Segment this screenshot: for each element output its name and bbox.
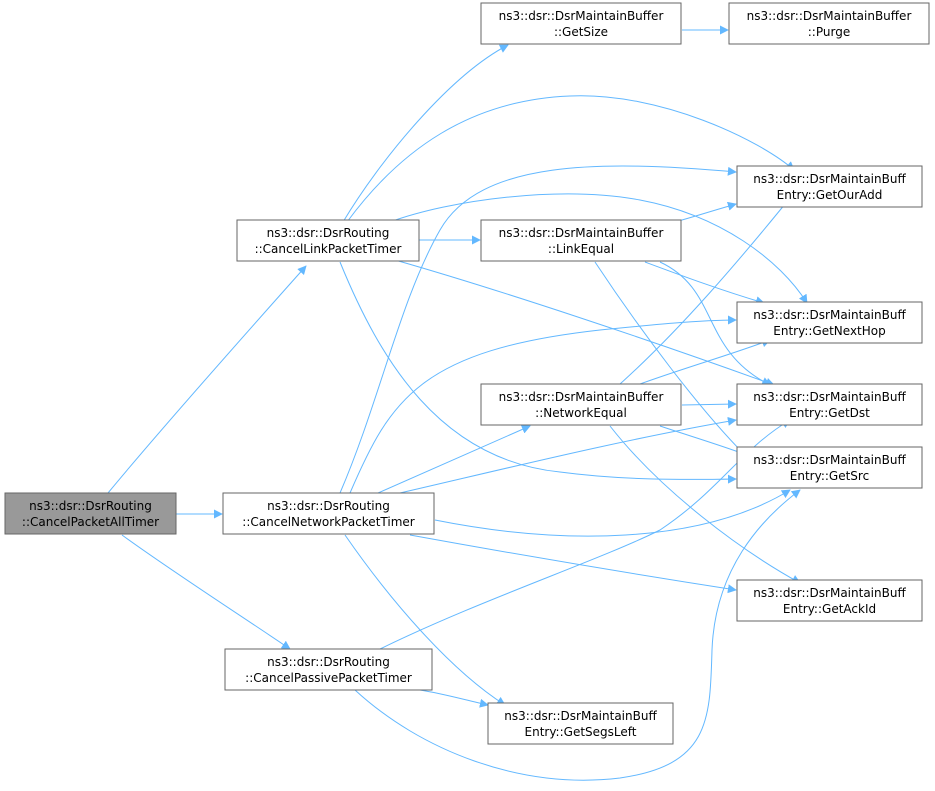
node-label-line2: Entry::GetSegsLeft	[525, 725, 637, 739]
node-label-line1: ns3::dsr::DsrRouting	[267, 499, 390, 513]
edge-networkequal-to-dst	[681, 399, 737, 409]
node-cancel-network-packet-timer[interactable]: ns3::dsr::DsrRouting ::CancelNetworkPack…	[222, 492, 435, 535]
node-label-line1: ns3::dsr::DsrMaintainBuffer	[747, 9, 912, 23]
edge-network-to-segsleft	[344, 534, 506, 706]
edge-linkequal-to-nexthop	[644, 261, 765, 306]
edge-network-to-src	[434, 489, 791, 537]
edge-passive-to-src	[354, 489, 801, 781]
edge-link-to-ouradd-top	[346, 95, 795, 223]
edge-networkequal-to-ackid	[609, 425, 801, 584]
node-cancel-packet-all-timer[interactable]: ns3::dsr::DsrRouting ::CancelPacketAllTi…	[4, 492, 177, 535]
edge-passive-to-dst	[379, 419, 791, 650]
edge-network-to-ouradd	[339, 165, 737, 494]
node-label-line2: Entry::GetDst	[789, 406, 870, 420]
node-label-line1: ns3::dsr::DsrMaintainBuffer	[499, 9, 664, 23]
node-label-line2: Entry::GetOurAdd	[777, 188, 883, 202]
node-cancel-passive-packet-timer[interactable]: ns3::dsr::DsrRouting ::CancelPassivePack…	[224, 648, 433, 691]
nodes: ns3::dsr::DsrRouting ::CancelPacketAllTi…	[4, 2, 930, 745]
edge-network-to-dst	[399, 416, 737, 494]
edge-networkequal-to-nexthop	[639, 338, 771, 385]
node-label-line1: ns3::dsr::DsrRouting	[267, 226, 390, 240]
node-label-line1: ns3::dsr::DsrMaintainBuff	[753, 390, 906, 404]
edge-network-to-ackid	[409, 534, 737, 594]
edges	[107, 25, 808, 781]
node-label-line1: ns3::dsr::DsrMaintainBuff	[753, 453, 906, 467]
node-label-line1: ns3::dsr::DsrRouting	[267, 655, 390, 669]
node-buffer-link-equal[interactable]: ns3::dsr::DsrMaintainBuffer ::LinkEqual	[480, 219, 682, 262]
node-entry-get-segs-left[interactable]: ns3::dsr::DsrMaintainBuff Entry::GetSegs…	[487, 702, 674, 745]
node-label-line2: ::Purge	[808, 25, 850, 39]
edge-linkequal-to-src	[594, 261, 746, 456]
node-label-line2: Entry::GetNextHop	[773, 324, 885, 338]
edge-link-to-getsize	[342, 44, 509, 223]
node-entry-get-src[interactable]: ns3::dsr::DsrMaintainBuff Entry::GetSrc	[736, 446, 923, 489]
node-label-line1: ns3::dsr::DsrMaintainBuffer	[499, 226, 664, 240]
node-entry-get-next-hop[interactable]: ns3::dsr::DsrMaintainBuff Entry::GetNext…	[736, 301, 923, 344]
node-label-line2: ::CancelPassivePacketTimer	[245, 671, 412, 685]
edge-network-to-nexthop	[349, 315, 737, 494]
node-label-line1: ns3::dsr::DsrMaintainBuff	[504, 709, 657, 723]
edge-link-to-src	[339, 261, 737, 484]
node-label-line2: Entry::GetSrc	[790, 469, 869, 483]
node-cancel-link-packet-timer[interactable]: ns3::dsr::DsrRouting ::CancelLinkPacketT…	[236, 219, 420, 262]
node-label-line1: ns3::dsr::DsrMaintainBuff	[753, 586, 906, 600]
edge-passive-to-segsleft	[419, 689, 489, 708]
node-buffer-purge[interactable]: ns3::dsr::DsrMaintainBuffer ::Purge	[728, 2, 930, 45]
node-buffer-get-size[interactable]: ns3::dsr::DsrMaintainBuffer ::GetSize	[480, 2, 682, 45]
node-label-line2: ::GetSize	[554, 25, 608, 39]
node-label-line1: ns3::dsr::DsrMaintainBuffer	[499, 390, 664, 404]
edge-networkequal-to-ouradd	[619, 187, 799, 385]
node-label-line1: ns3::dsr::DsrMaintainBuff	[753, 308, 906, 322]
node-label-line2: ::CancelNetworkPacketTimer	[242, 515, 414, 529]
node-label-line2: Entry::GetAckId	[783, 602, 876, 616]
edge-link-to-nexthop	[389, 193, 808, 304]
node-label-line2: ::NetworkEqual	[535, 406, 627, 420]
edge-all-to-passive	[121, 534, 291, 650]
edge-link-to-dst	[394, 259, 775, 387]
node-entry-get-ack-id[interactable]: ns3::dsr::DsrMaintainBuff Entry::GetAckI…	[736, 579, 923, 622]
node-label-line1: ns3::dsr::DsrRouting	[29, 499, 152, 513]
node-label-line2: ::CancelLinkPacketTimer	[255, 242, 402, 256]
node-label-line2: ::LinkEqual	[548, 242, 614, 256]
node-label-line1: ns3::dsr::DsrMaintainBuff	[753, 172, 906, 186]
node-entry-get-dst[interactable]: ns3::dsr::DsrMaintainBuff Entry::GetDst	[736, 383, 923, 426]
edge-linkequal-to-ouradd	[674, 201, 737, 223]
edge-all-to-link	[107, 265, 307, 494]
node-entry-get-our-add[interactable]: ns3::dsr::DsrMaintainBuff Entry::GetOurA…	[736, 165, 923, 208]
edge-networkequal-to-src	[659, 425, 748, 457]
node-label-line2: ::CancelPacketAllTimer	[22, 515, 159, 529]
node-buffer-network-equal[interactable]: ns3::dsr::DsrMaintainBuffer ::NetworkEqu…	[480, 383, 682, 426]
edge-network-to-networkequal	[377, 425, 531, 494]
